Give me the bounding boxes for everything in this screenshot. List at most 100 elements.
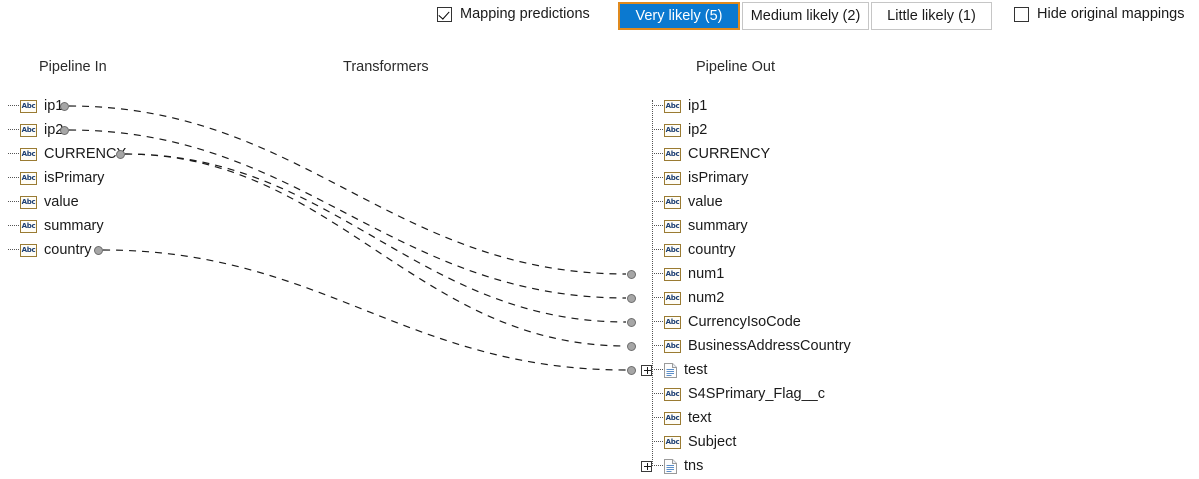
tree-branch-line <box>652 201 663 203</box>
expand-plus-icon[interactable] <box>641 460 652 472</box>
tree-row-label: num2 <box>688 290 725 306</box>
tree-row-label: Subject <box>688 434 737 450</box>
tree-row[interactable]: Abc CURRENCY <box>8 143 126 165</box>
mapping-source-dot[interactable] <box>59 101 69 111</box>
tree-row-label: summary <box>44 218 104 234</box>
mapping-predictions-label: Mapping predictions <box>460 6 590 22</box>
expand-plus-icon[interactable] <box>641 364 652 376</box>
checkbox-checked-icon[interactable] <box>437 6 452 22</box>
tree-row-label: CURRENCY <box>44 146 127 162</box>
tree-branch-line <box>652 441 663 443</box>
tree-row-label: value <box>44 194 79 210</box>
tree-row[interactable]: Abc summary <box>641 215 748 237</box>
tree-row[interactable]: Abc value <box>641 191 723 213</box>
tree-branch-line <box>8 129 19 131</box>
tree-branch-line <box>652 129 663 131</box>
abc-string-type-icon: Abc <box>664 267 681 281</box>
abc-string-type-icon: Abc <box>664 171 681 185</box>
tree-branch-line <box>652 465 663 467</box>
tree-branch-line <box>652 345 663 347</box>
filter-little-likely-button[interactable]: Little likely (1) <box>871 2 992 30</box>
tree-row-label: ip2 <box>44 122 64 138</box>
mapping-target-dot[interactable] <box>626 269 636 279</box>
tree-branch-line <box>8 201 19 203</box>
mapping-source-dot[interactable] <box>115 149 125 159</box>
tree-branch-line <box>8 105 19 107</box>
hide-original-mappings-checkbox[interactable]: Hide original mappings <box>1014 6 1185 22</box>
filter-toolbar: Mapping predictions Very likely (5) Medi… <box>0 0 1199 34</box>
tree-row-label: ip1 <box>688 98 708 114</box>
mapping-target-dot[interactable] <box>626 365 636 375</box>
checkbox-unchecked-icon[interactable] <box>1014 6 1029 22</box>
tree-branch-line <box>652 417 663 419</box>
tree-row[interactable]: Abc value <box>8 191 79 213</box>
transformers-header: Transformers <box>343 59 429 75</box>
hide-original-mappings-label: Hide original mappings <box>1037 6 1185 22</box>
tree-row-label: num1 <box>688 266 725 282</box>
abc-string-type-icon: Abc <box>20 171 37 185</box>
mapping-target-dot[interactable] <box>626 341 636 351</box>
tree-vertical-line <box>652 100 653 466</box>
tree-branch-line <box>652 249 663 251</box>
mapping-target-dot[interactable] <box>626 317 636 327</box>
filter-little-likely-label: Little likely (1) <box>887 8 976 24</box>
tree-row-label: CURRENCY <box>688 146 771 162</box>
pipeline-out-header: Pipeline Out <box>696 59 775 75</box>
mapping-connector-line <box>102 249 627 371</box>
document-icon <box>664 362 677 378</box>
tree-row[interactable]: tns <box>641 455 703 477</box>
pipeline-in-header: Pipeline In <box>39 59 107 75</box>
tree-row-label: test <box>684 362 708 378</box>
tree-row[interactable]: Abc country <box>8 239 92 261</box>
document-icon <box>664 458 677 474</box>
tree-row-label: ip2 <box>688 122 708 138</box>
filter-medium-likely-button[interactable]: Medium likely (2) <box>742 2 869 30</box>
tree-branch-line <box>8 225 19 227</box>
mapping-source-dot[interactable] <box>59 125 69 135</box>
tree-row[interactable]: Abc ip1 <box>641 95 707 117</box>
tree-branch-line <box>652 321 663 323</box>
abc-string-type-icon: Abc <box>20 147 37 161</box>
mapping-source-dot[interactable] <box>93 245 103 255</box>
tree-row-label: country <box>44 242 92 258</box>
abc-string-type-icon: Abc <box>664 291 681 305</box>
tree-row-label: value <box>688 194 723 210</box>
abc-string-type-icon: Abc <box>664 195 681 209</box>
abc-string-type-icon: Abc <box>20 195 37 209</box>
mapping-target-dot[interactable] <box>626 293 636 303</box>
tree-row-label: tns <box>684 458 704 474</box>
abc-string-type-icon: Abc <box>664 219 681 233</box>
tree-row-label: summary <box>688 218 748 234</box>
abc-string-type-icon: Abc <box>664 147 681 161</box>
abc-string-type-icon: Abc <box>664 411 681 425</box>
abc-string-type-icon: Abc <box>664 339 681 353</box>
tree-row[interactable]: Abc num1 <box>641 263 724 285</box>
filter-medium-likely-label: Medium likely (2) <box>750 8 861 24</box>
tree-row[interactable]: Abc num2 <box>641 287 724 309</box>
mapping-predictions-checkbox[interactable]: Mapping predictions <box>437 6 590 22</box>
tree-branch-line <box>652 297 663 299</box>
abc-string-type-icon: Abc <box>20 243 37 257</box>
tree-branch-line <box>652 153 663 155</box>
abc-string-type-icon: Abc <box>664 99 681 113</box>
tree-row-label: CurrencyIsoCode <box>688 314 801 330</box>
tree-branch-line <box>8 177 19 179</box>
tree-row-label: text <box>688 410 712 426</box>
tree-row[interactable]: test <box>641 359 707 381</box>
tree-row[interactable]: Abc CURRENCY <box>641 143 770 165</box>
tree-branch-line <box>8 249 19 251</box>
mapping-connector-line <box>124 153 627 347</box>
filter-very-likely-button[interactable]: Very likely (5) <box>618 2 740 30</box>
